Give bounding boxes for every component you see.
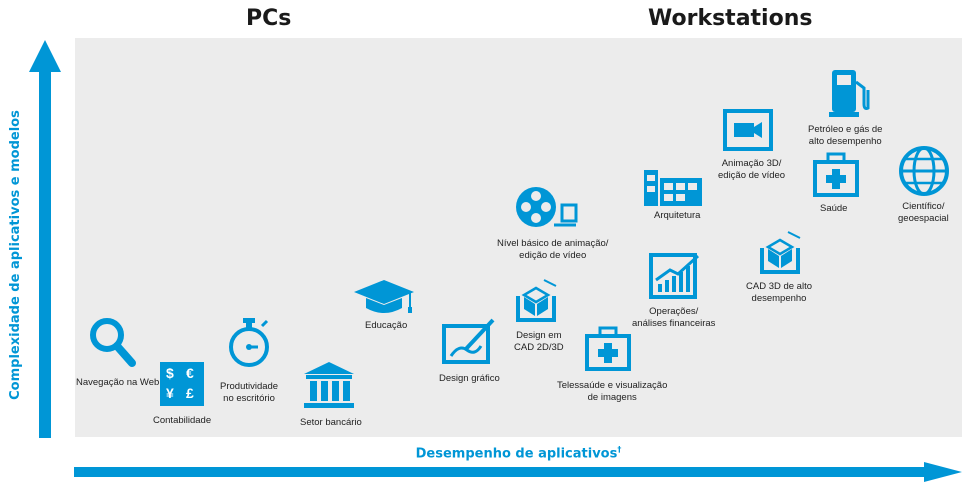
label-accounting: Contabilidade bbox=[153, 415, 212, 426]
bank-icon bbox=[304, 362, 354, 408]
header-pcs: PCs bbox=[246, 6, 292, 31]
x-axis-label-mark: † bbox=[617, 445, 622, 454]
video-camera-icon bbox=[723, 109, 773, 151]
film-reel-icon bbox=[516, 187, 578, 227]
x-axis-label: Desempenho de aplicativos† bbox=[75, 445, 962, 461]
label-banking: Setor bancário bbox=[300, 417, 362, 428]
currency-icon: $ € ¥ £ bbox=[160, 362, 204, 406]
label-education: Educação bbox=[365, 320, 408, 331]
label-animation-basic: Nível básico de animação/ edição de víde… bbox=[497, 238, 609, 261]
label-financial: Operações/ análises financeiras bbox=[632, 306, 716, 329]
label-scientific: Científico/ geoespacial bbox=[898, 201, 949, 224]
x-axis-label-text: Desempenho de aplicativos bbox=[415, 446, 618, 462]
stopwatch-icon bbox=[229, 318, 269, 367]
chart-icon bbox=[649, 253, 700, 299]
label-telehealth: Telessaúde e visualização de imagens bbox=[557, 380, 668, 403]
fuel-pump-icon bbox=[829, 70, 870, 117]
dollar-symbol: $ bbox=[166, 365, 174, 381]
magnifier-icon bbox=[90, 318, 136, 367]
yen-symbol: ¥ bbox=[166, 385, 174, 401]
building-icon bbox=[644, 170, 702, 206]
cube-frame-icon-high bbox=[760, 231, 801, 274]
label-health: Saúde bbox=[820, 203, 848, 214]
label-oil-gas: Petróleo e gás de alto desempenho bbox=[808, 124, 883, 147]
medical-kit-icon bbox=[585, 326, 631, 371]
label-architecture: Arquitetura bbox=[654, 210, 701, 221]
label-web: Navegação na Web bbox=[76, 377, 160, 388]
medical-kit-icon-health bbox=[813, 152, 859, 197]
cube-frame-icon bbox=[516, 279, 557, 322]
pen-canvas-icon bbox=[442, 318, 495, 364]
pound-symbol: £ bbox=[186, 385, 194, 401]
label-cad2d: Design em CAD 2D/3D bbox=[514, 330, 564, 353]
label-cad3d-high: CAD 3D de alto desempenho bbox=[746, 281, 813, 304]
y-axis-label: Complexidade de aplicativos e modelos bbox=[8, 110, 23, 400]
graduation-cap-icon bbox=[354, 280, 414, 313]
label-productivity: Produtividade no escritório bbox=[220, 381, 279, 404]
euro-symbol: € bbox=[186, 365, 194, 381]
label-animation3d: Animação 3D/ edição de vídeo bbox=[718, 158, 786, 181]
globe-icon bbox=[899, 146, 949, 196]
x-axis-arrow bbox=[74, 462, 962, 482]
item-web bbox=[88, 316, 136, 373]
header-workstations: Workstations bbox=[648, 6, 813, 31]
label-graphic-design: Design gráfico bbox=[439, 373, 500, 384]
y-axis-arrow bbox=[29, 40, 61, 438]
diagram-panel bbox=[75, 38, 962, 437]
